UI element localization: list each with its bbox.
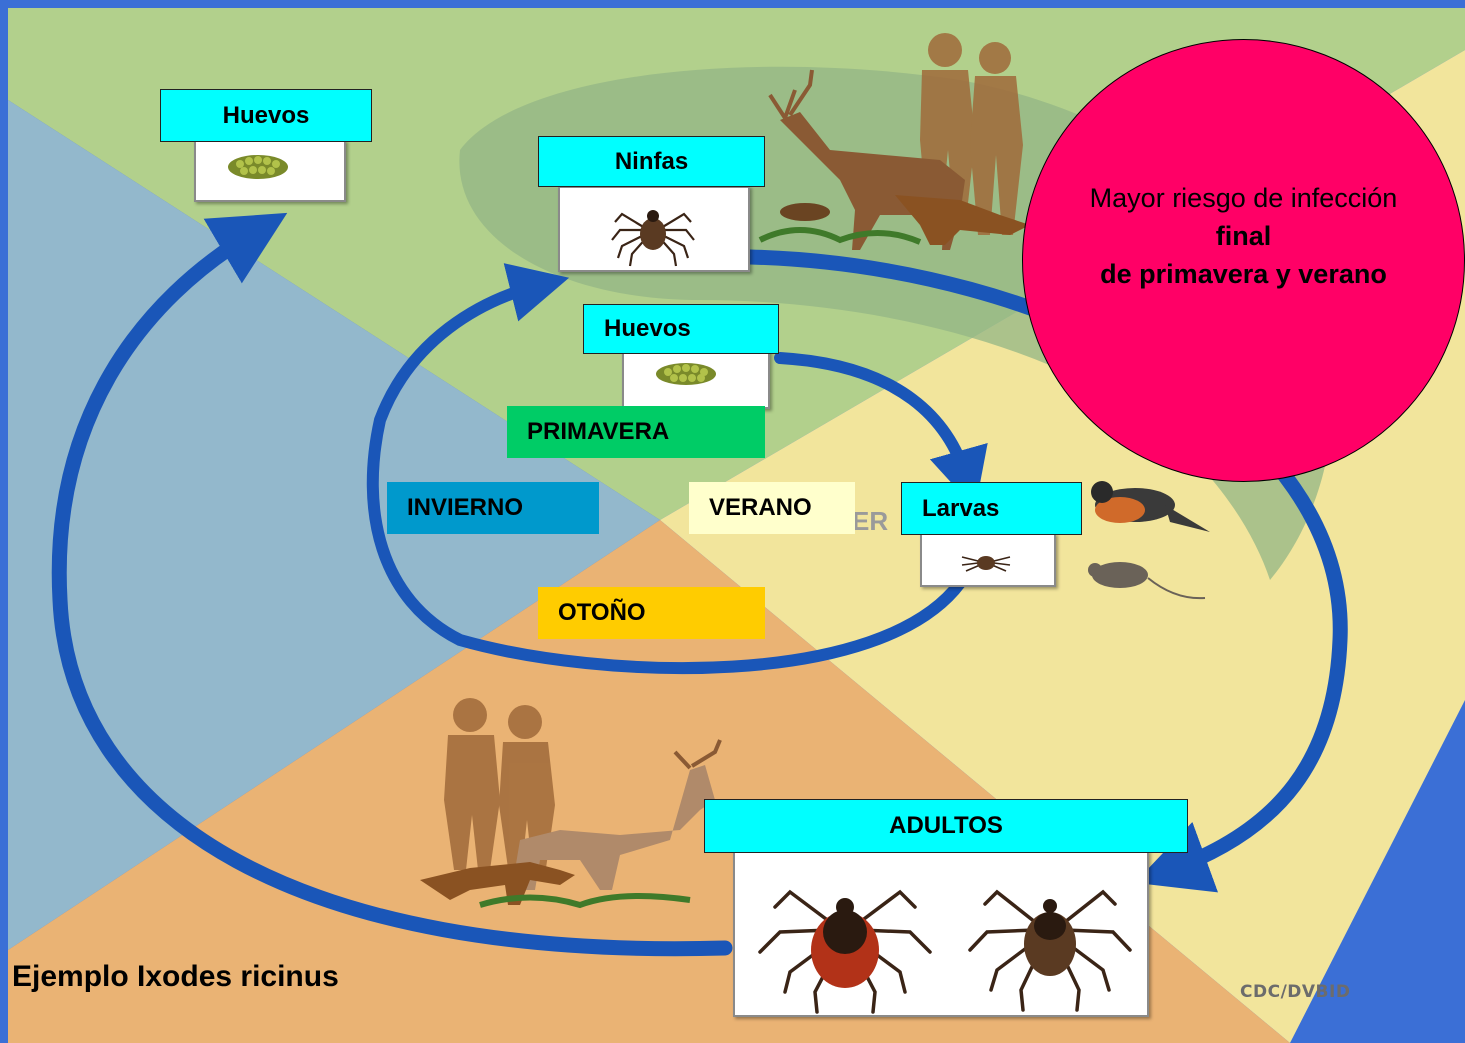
source-credit: CDC/DVBID xyxy=(1240,982,1350,1002)
eggs-inner-card xyxy=(622,350,770,409)
adults-card xyxy=(733,850,1149,1017)
risk-line-3: de primavera y verano xyxy=(1100,255,1387,293)
adults-label: ADULTOS xyxy=(704,799,1188,853)
season-spring: PRIMAVERA xyxy=(507,406,765,458)
eggs-outer-card xyxy=(194,140,346,202)
season-autumn: OTOÑO xyxy=(538,587,765,639)
eggs-icon xyxy=(196,142,344,200)
larva-tick-icon xyxy=(922,535,1054,585)
season-winter: INVIERNO xyxy=(387,482,599,534)
eggs-outer-label: Huevos xyxy=(160,89,372,142)
chipmunk xyxy=(780,203,830,221)
risk-line-2: final xyxy=(1216,217,1272,255)
eggs-inner-label: Huevos xyxy=(583,304,779,354)
nymph-tick-icon xyxy=(560,188,748,270)
nymphs-label: Ninfas xyxy=(538,136,765,187)
infection-risk-note: Mayor riesgo de infección final de prima… xyxy=(1022,39,1465,482)
larvae-label: Larvas xyxy=(901,482,1082,535)
eggs-icon xyxy=(624,352,768,407)
background-partial-text: ER xyxy=(852,506,888,537)
larvae-card xyxy=(920,533,1056,587)
adult-ticks-icon xyxy=(735,852,1147,1015)
risk-line-1: Mayor riesgo de infección xyxy=(1090,179,1398,217)
season-summer: VERANO xyxy=(689,482,855,534)
species-caption: Ejemplo Ixodes ricinus xyxy=(12,960,339,994)
nymphs-card xyxy=(558,186,750,272)
